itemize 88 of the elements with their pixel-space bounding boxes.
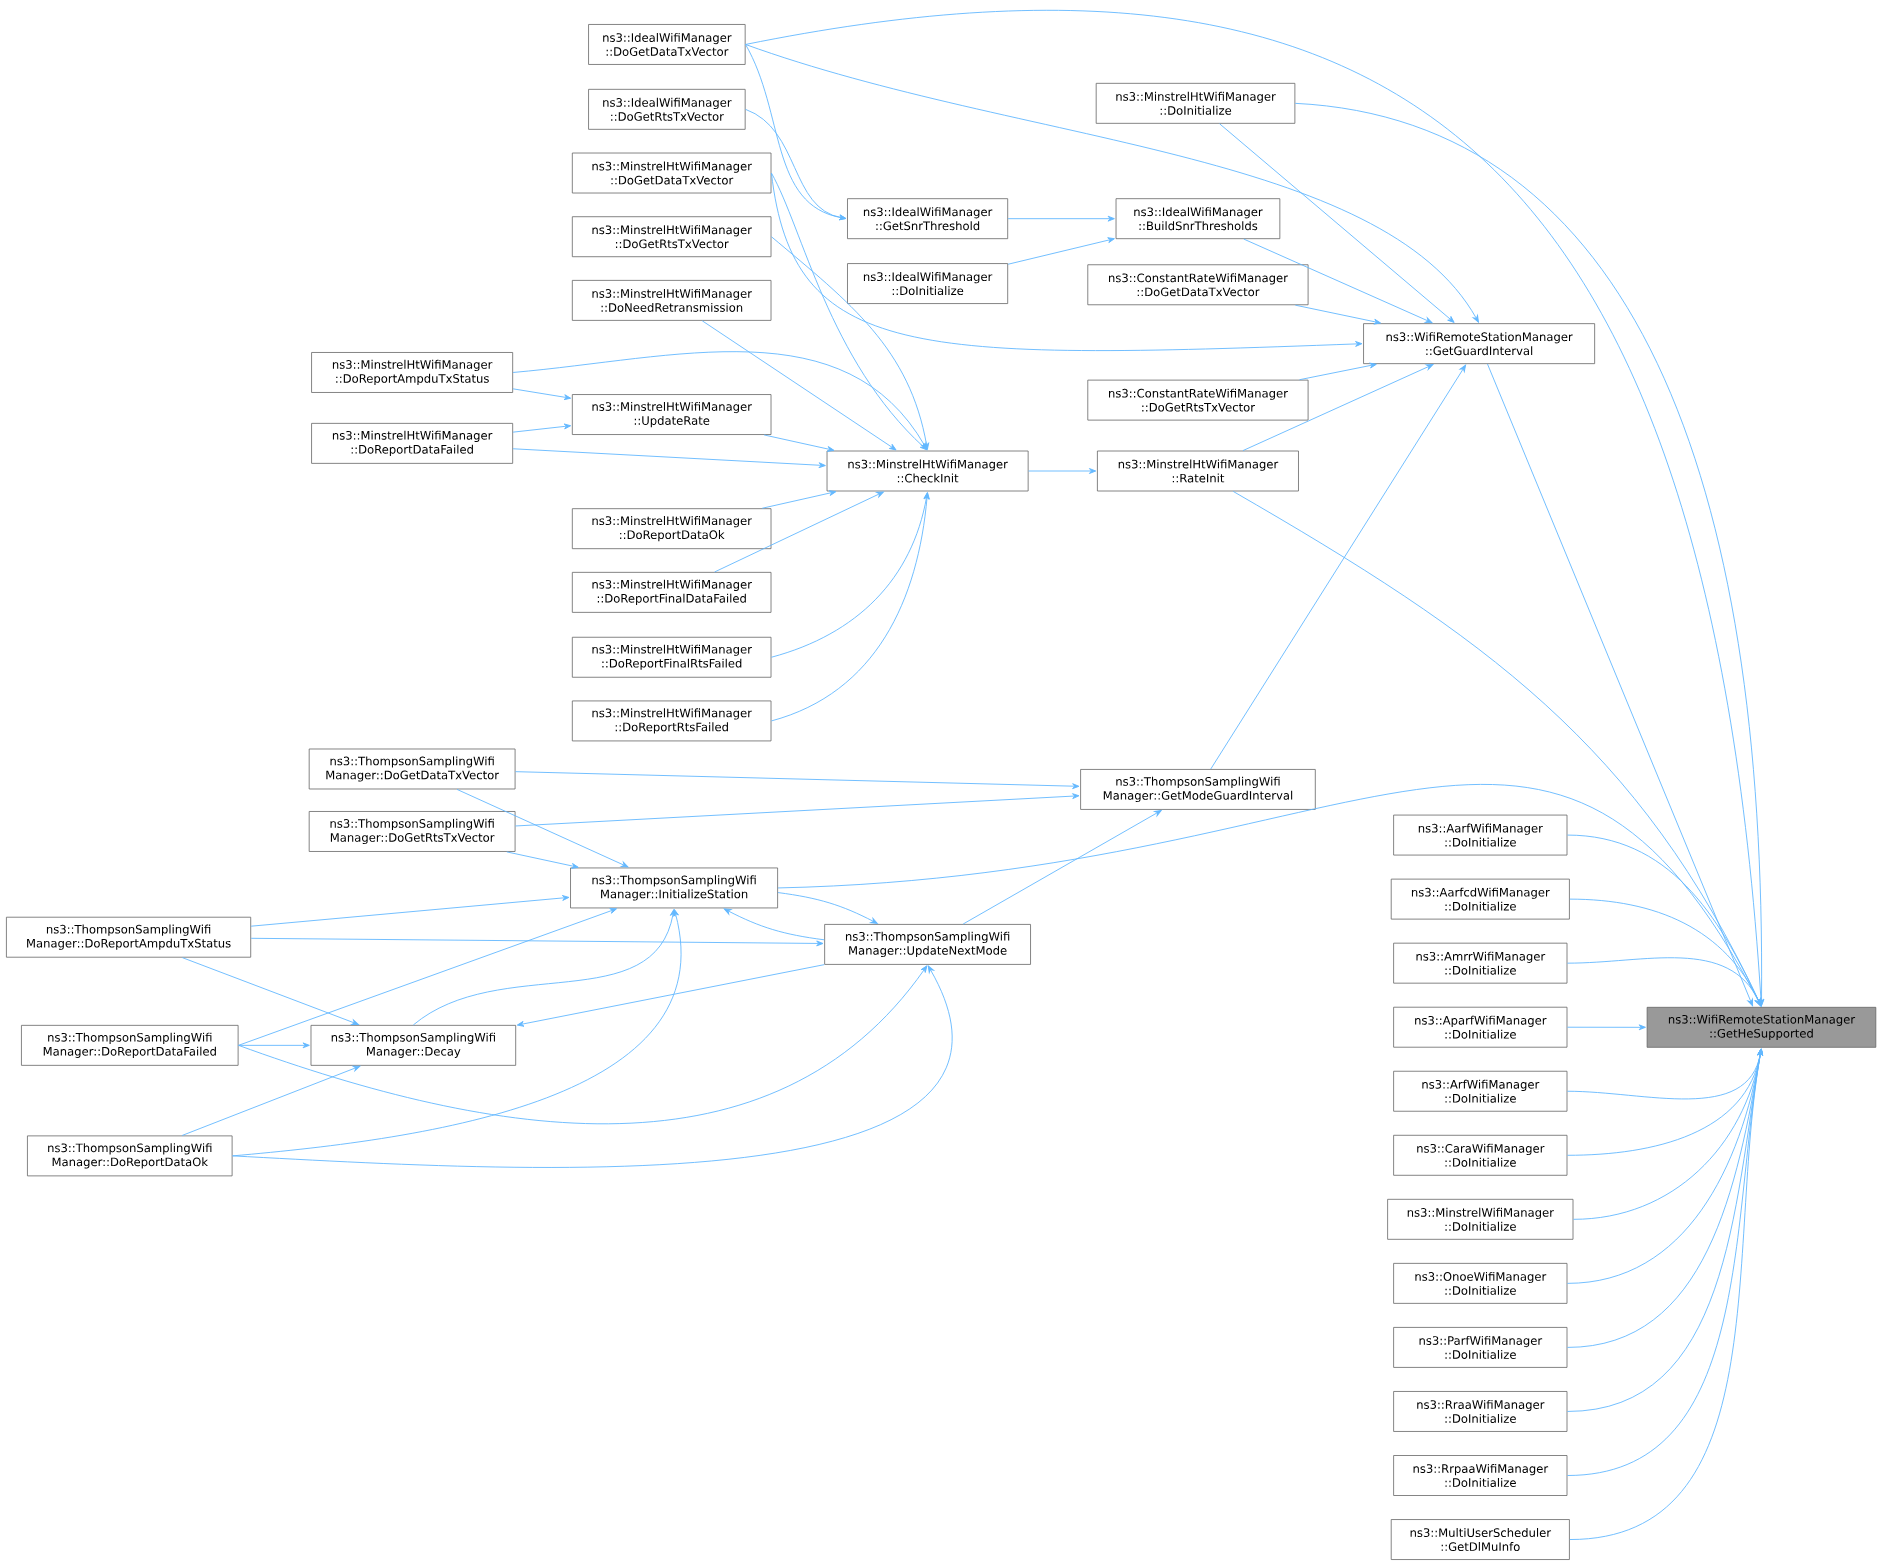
function-box: ns3::ThompsonSamplingWifi Manager::DoReportDataOk (27, 1135, 233, 1177)
function-box: ns3::IdealWifiManager ::GetSnrThreshold (847, 198, 1009, 240)
function-box: ns3::MinstrelHtWifiManager ::DoNeedRetransmission (571, 280, 772, 321)
arrow (238, 965, 928, 1125)
function-box: ns3::AarfWifiManager ::DoInitialize (1393, 814, 1568, 856)
function-box: ns3::OnoeWifiManager ::DoInitialize (1393, 1262, 1568, 1304)
function-box: ns3::MinstrelHtWifiManager ::CheckInit (826, 450, 1029, 492)
arrow (701, 320, 897, 451)
function-box: ns3::AmrrWifiManager ::DoInitialize (1393, 942, 1568, 984)
arrow (238, 1042, 310, 1049)
arrow (777, 783, 1762, 1007)
function-box: ns3::MinstrelHtWifiManager ::DoReportRtsFailed (571, 700, 772, 742)
function-box: ns3::MinstrelHtWifiManager ::DoReportAmpduTxStatus (311, 352, 514, 393)
function-box: ns3::MultiUserScheduler ::GetDlMuInfo (1390, 1519, 1570, 1560)
arrow (1210, 364, 1467, 770)
arrow (181, 957, 359, 1025)
arrow (761, 490, 837, 509)
arrow (238, 908, 617, 1046)
arrow (770, 236, 930, 450)
arrow (745, 44, 1479, 323)
arrow (506, 851, 579, 869)
function-box: ns3::ThompsonSamplingWifi Manager::DoReportDataFailed (21, 1024, 239, 1066)
function-box: ns3::MinstrelHtWifiManager ::DoInitialize (1095, 82, 1296, 124)
arrow (770, 172, 928, 451)
function-box: ns3::ArfWifiManager ::DoInitialize (1393, 1070, 1568, 1112)
function-box: ns3::ThompsonSamplingWifi Manager::InitializeStation (570, 867, 778, 909)
arrow (512, 423, 572, 433)
function-box: ns3::MinstrelHtWifiManager ::DoReportDataFailed (311, 422, 514, 464)
arrow (515, 771, 1080, 790)
arrow (250, 937, 824, 947)
function-box: ns3::MinstrelHtWifiManager ::DoGetDataTxVector (571, 152, 772, 194)
arrow (1299, 362, 1377, 381)
function-box: ns3::MinstrelHtWifiManager ::DoReportFinalDataFailed (571, 571, 772, 613)
arrow (1007, 237, 1115, 265)
function-box: ns3::ThompsonSamplingWifi Manager::DoGetRtsTxVector (308, 811, 516, 852)
function-box: ns3::IdealWifiManager ::DoGetRtsTxVector (588, 88, 746, 130)
arrow (1294, 102, 1765, 1007)
arrow (723, 908, 825, 941)
function-box: ns3::ThompsonSamplingWifi Manager::UpdateNextMode (824, 924, 1031, 965)
arrow (770, 172, 1363, 351)
function-box: ns3::AparfWifiManager ::DoInitialize (1393, 1006, 1568, 1048)
function-box: ns3::IdealWifiManager ::DoGetDataTxVector (588, 24, 746, 65)
arrow (456, 788, 629, 868)
arrow (512, 388, 572, 401)
function-box: ns3::ConstantRateWifiManager ::DoGetRtsTxVector (1087, 379, 1309, 421)
arrow (515, 793, 1080, 827)
arrow (232, 909, 682, 1157)
arrow (1028, 468, 1097, 474)
function-box: ns3::IdealWifiManager ::DoInitialize (847, 263, 1009, 304)
function-box: ns3::ConstantRateWifiManager ::DoGetDataTxVector (1087, 264, 1309, 306)
arrow (1566, 957, 1762, 1007)
function-box: ns3::MinstrelHtWifiManager ::DoReportDataOk (571, 508, 772, 550)
function-box: ns3::CaraWifiManager ::DoInitialize (1393, 1134, 1568, 1176)
function-box: ns3::MinstrelHtWifiManager ::DoGetRtsTxVector (571, 216, 772, 258)
function-box: ns3::ParfWifiManager ::DoInitialize (1393, 1327, 1568, 1368)
function-box: ns3::ThompsonSamplingWifi Manager::Decay (310, 1024, 517, 1066)
function-box: ns3::WifiRemoteStationManager ::GetGuardInterval (1363, 323, 1596, 365)
arrow (714, 491, 884, 573)
arrow (770, 492, 930, 658)
arrow (745, 108, 847, 221)
function-box: ns3::AarfcdWifiManager ::DoInitialize (1390, 878, 1570, 920)
arrow (512, 351, 928, 450)
arrow (181, 1065, 361, 1136)
arrow (962, 810, 1162, 925)
function-box: ns3::ThompsonSamplingWifi Manager::GetModeGuardInterval (1080, 769, 1316, 810)
function-box: ns3::RraaWifiManager ::DoInitialize (1393, 1391, 1568, 1432)
arrow (516, 964, 825, 1027)
arrow (770, 492, 930, 722)
arrow (232, 965, 952, 1168)
arrow (777, 892, 878, 924)
arrow (1294, 304, 1381, 325)
arrow (512, 448, 826, 469)
arrow (1487, 363, 1754, 1007)
arrow (1566, 1024, 1646, 1031)
function-box: ns3::MinstrelHtWifiManager ::DoReportFinalRtsFailed (571, 636, 772, 678)
function-box: ns3::ThompsonSamplingWifi Manager::DoGetDataTxVector (308, 748, 516, 790)
highlighted-function-box: ns3::WifiRemoteStationManager ::GetHeSupported (1646, 1006, 1877, 1048)
arrow (412, 909, 676, 1026)
arrow (1219, 123, 1455, 323)
arrow (250, 895, 570, 927)
function-box: ns3::IdealWifiManager ::BuildSnrThresholds (1115, 198, 1281, 240)
function-box: ns3::RrpaaWifiManager ::DoInitialize (1393, 1455, 1568, 1496)
function-box: ns3::ThompsonSamplingWifi Manager::DoReportAmpduTxStatus (6, 916, 252, 958)
arrow (763, 434, 835, 452)
function-box: ns3::MinstrelHtWifiManager ::RateInit (1097, 450, 1299, 492)
function-box: ns3::MinstrelWifiManager ::DoInitialize (1387, 1198, 1574, 1240)
arrow (1007, 215, 1115, 222)
function-box: ns3::MinstrelHtWifiManager ::UpdateRate (571, 394, 772, 435)
